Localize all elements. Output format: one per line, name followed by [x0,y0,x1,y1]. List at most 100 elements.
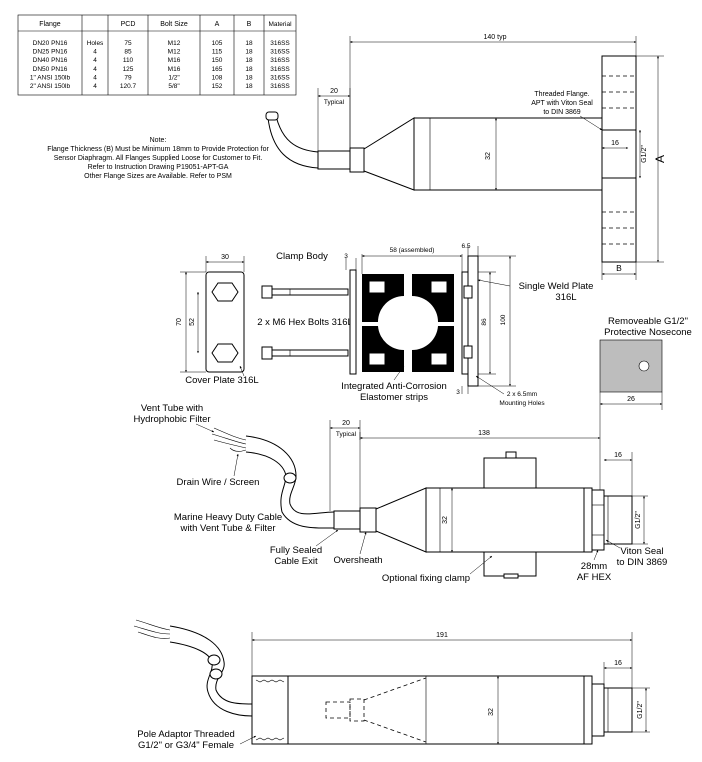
flanged-sensor-drawing: 140 typ 20 Typical 32 16 G1/2" A B Threa… [265,34,667,280]
elastomer-label: Elastomer strips [360,392,428,403]
dim-typical: Typical [324,99,345,106]
thread-marks [255,679,285,683]
cable [267,117,319,169]
oversheath-label: Oversheath [333,555,382,566]
table-cell: 120.7 [120,83,137,90]
cable-exit-label: Fully Sealed [270,545,322,556]
cable-marker [209,668,223,680]
table-cell: DN50 PN16 [33,66,68,73]
table-cell: 85 [124,49,132,56]
dim-70: 70 [176,318,183,326]
thread-marks [255,737,285,741]
table-header-b: B [247,21,252,28]
table-cell: DN20 PN16 [33,40,68,47]
dim-16: 16 [614,660,622,667]
cable [275,115,319,153]
spacer-plate [349,269,357,375]
wire [137,631,171,639]
clamp-half-right-bottom [412,326,454,372]
table-cell: DN40 PN16 [33,57,68,64]
cable [169,625,253,705]
cable [245,435,335,515]
dim-16: 16 [611,140,619,147]
table-cell: 150 [212,57,223,64]
pole-adaptor-label: G1/2" or G3/4" Female [138,740,234,751]
wire [135,619,171,631]
weld-plate-flange [467,255,479,387]
table-cell: DN25 PN16 [33,49,68,56]
nosecone-label: Protective Nosecone [604,327,692,338]
table-header-pcd: PCD [121,21,136,28]
wire [133,625,171,635]
dim-26: 26 [627,396,635,403]
dim-typical: Typical [336,431,357,438]
table-header-flange: Flange [39,21,61,28]
table-cell: 105 [212,40,223,47]
table-cell: 18 [245,49,253,56]
vent-tube-label: Vent Tube with [141,403,203,414]
nosecone-label: Removeable G1/2" [608,316,688,327]
pole-adaptor [251,675,289,745]
dim-32: 32 [488,708,495,716]
table-cell: 75 [124,40,132,47]
cable-exit [333,510,361,530]
pole-sensor-drawing: 191 16 32 G1/2" Pole Adaptor Threaded G1… [133,619,650,751]
clamp-half-right-top [412,274,454,322]
dim-a: A [653,155,667,163]
table-cell: M16 [168,66,181,73]
table-cell: 316SS [270,66,290,73]
table-cell: 115 [212,49,223,56]
table-cell: 18 [245,74,253,81]
nosecone-drawing: Removeable G1/2" Protective Nosecone 26 [599,316,692,410]
table-cell: 4 [93,74,97,81]
table-cell: 1" ANSI 150lb [30,74,71,81]
table-cell: 2" ANSI 150lb [30,83,71,90]
sensor-body [413,117,603,191]
table-header-material: Material [268,21,292,28]
oversheath [359,507,377,533]
flange-callout-line: to DIN 3869 [543,109,580,116]
hex-bolt-head [211,282,239,302]
clamp-screw [505,451,517,459]
cable-sensor-drawing: 20 Typical 138 16 32 G1/2" Vent Tube wit… [133,403,667,584]
bolts-label: 2 x M6 Hex Bolts 316L [257,317,353,328]
sensor-body [287,675,585,745]
dim-6-5: 6.5 [461,243,470,250]
sensor-taper [375,487,427,553]
cable [245,451,335,529]
bolt-head [261,285,273,299]
dim-191: 191 [436,632,448,639]
cable-marker [207,654,221,666]
cable-exit-label: Cable Exit [274,556,318,567]
flange-callout-line: Threaded Flange. [534,91,589,98]
table-cell: M12 [168,40,181,47]
clamp-half-left-bottom [362,326,404,372]
bolt-shank [271,349,349,357]
thread [603,687,633,733]
bolt-head [261,346,273,360]
hex-label: 28mm [581,561,607,572]
dim-58-assembled: 58 (assembled) [390,247,435,254]
table-cell: 18 [245,57,253,64]
flange-callout-line: APT with Viton Seal [531,100,593,107]
weld-plate-lug [463,345,473,359]
dim-16: 16 [614,452,622,459]
thread [603,495,633,545]
table-cell: 108 [212,74,223,81]
dim-thread: G1/2" [637,701,644,719]
dim-20: 20 [342,420,350,427]
viton-seal-label: Viton Seal [620,546,663,557]
table-cell: M12 [168,49,181,56]
pole-adaptor-label: Pole Adaptor Threaded [137,729,235,740]
mounting-holes-label: Mounting Holes [499,400,545,407]
table-cell: 4 [93,57,97,64]
drain-wire-label: Drain Wire / Screen [177,477,260,488]
table-cell: 125 [123,66,134,73]
table-cell: 18 [245,40,253,47]
cable-label: Marine Heavy Duty Cable [174,512,282,523]
elastomer-label: Integrated Anti-Corrosion [341,381,447,392]
table-header-bolt-size: Bolt Size [160,21,188,28]
table-cell: 18 [245,66,253,73]
table-cell: 316SS [270,57,290,64]
hex-label: AF HEX [577,572,612,583]
